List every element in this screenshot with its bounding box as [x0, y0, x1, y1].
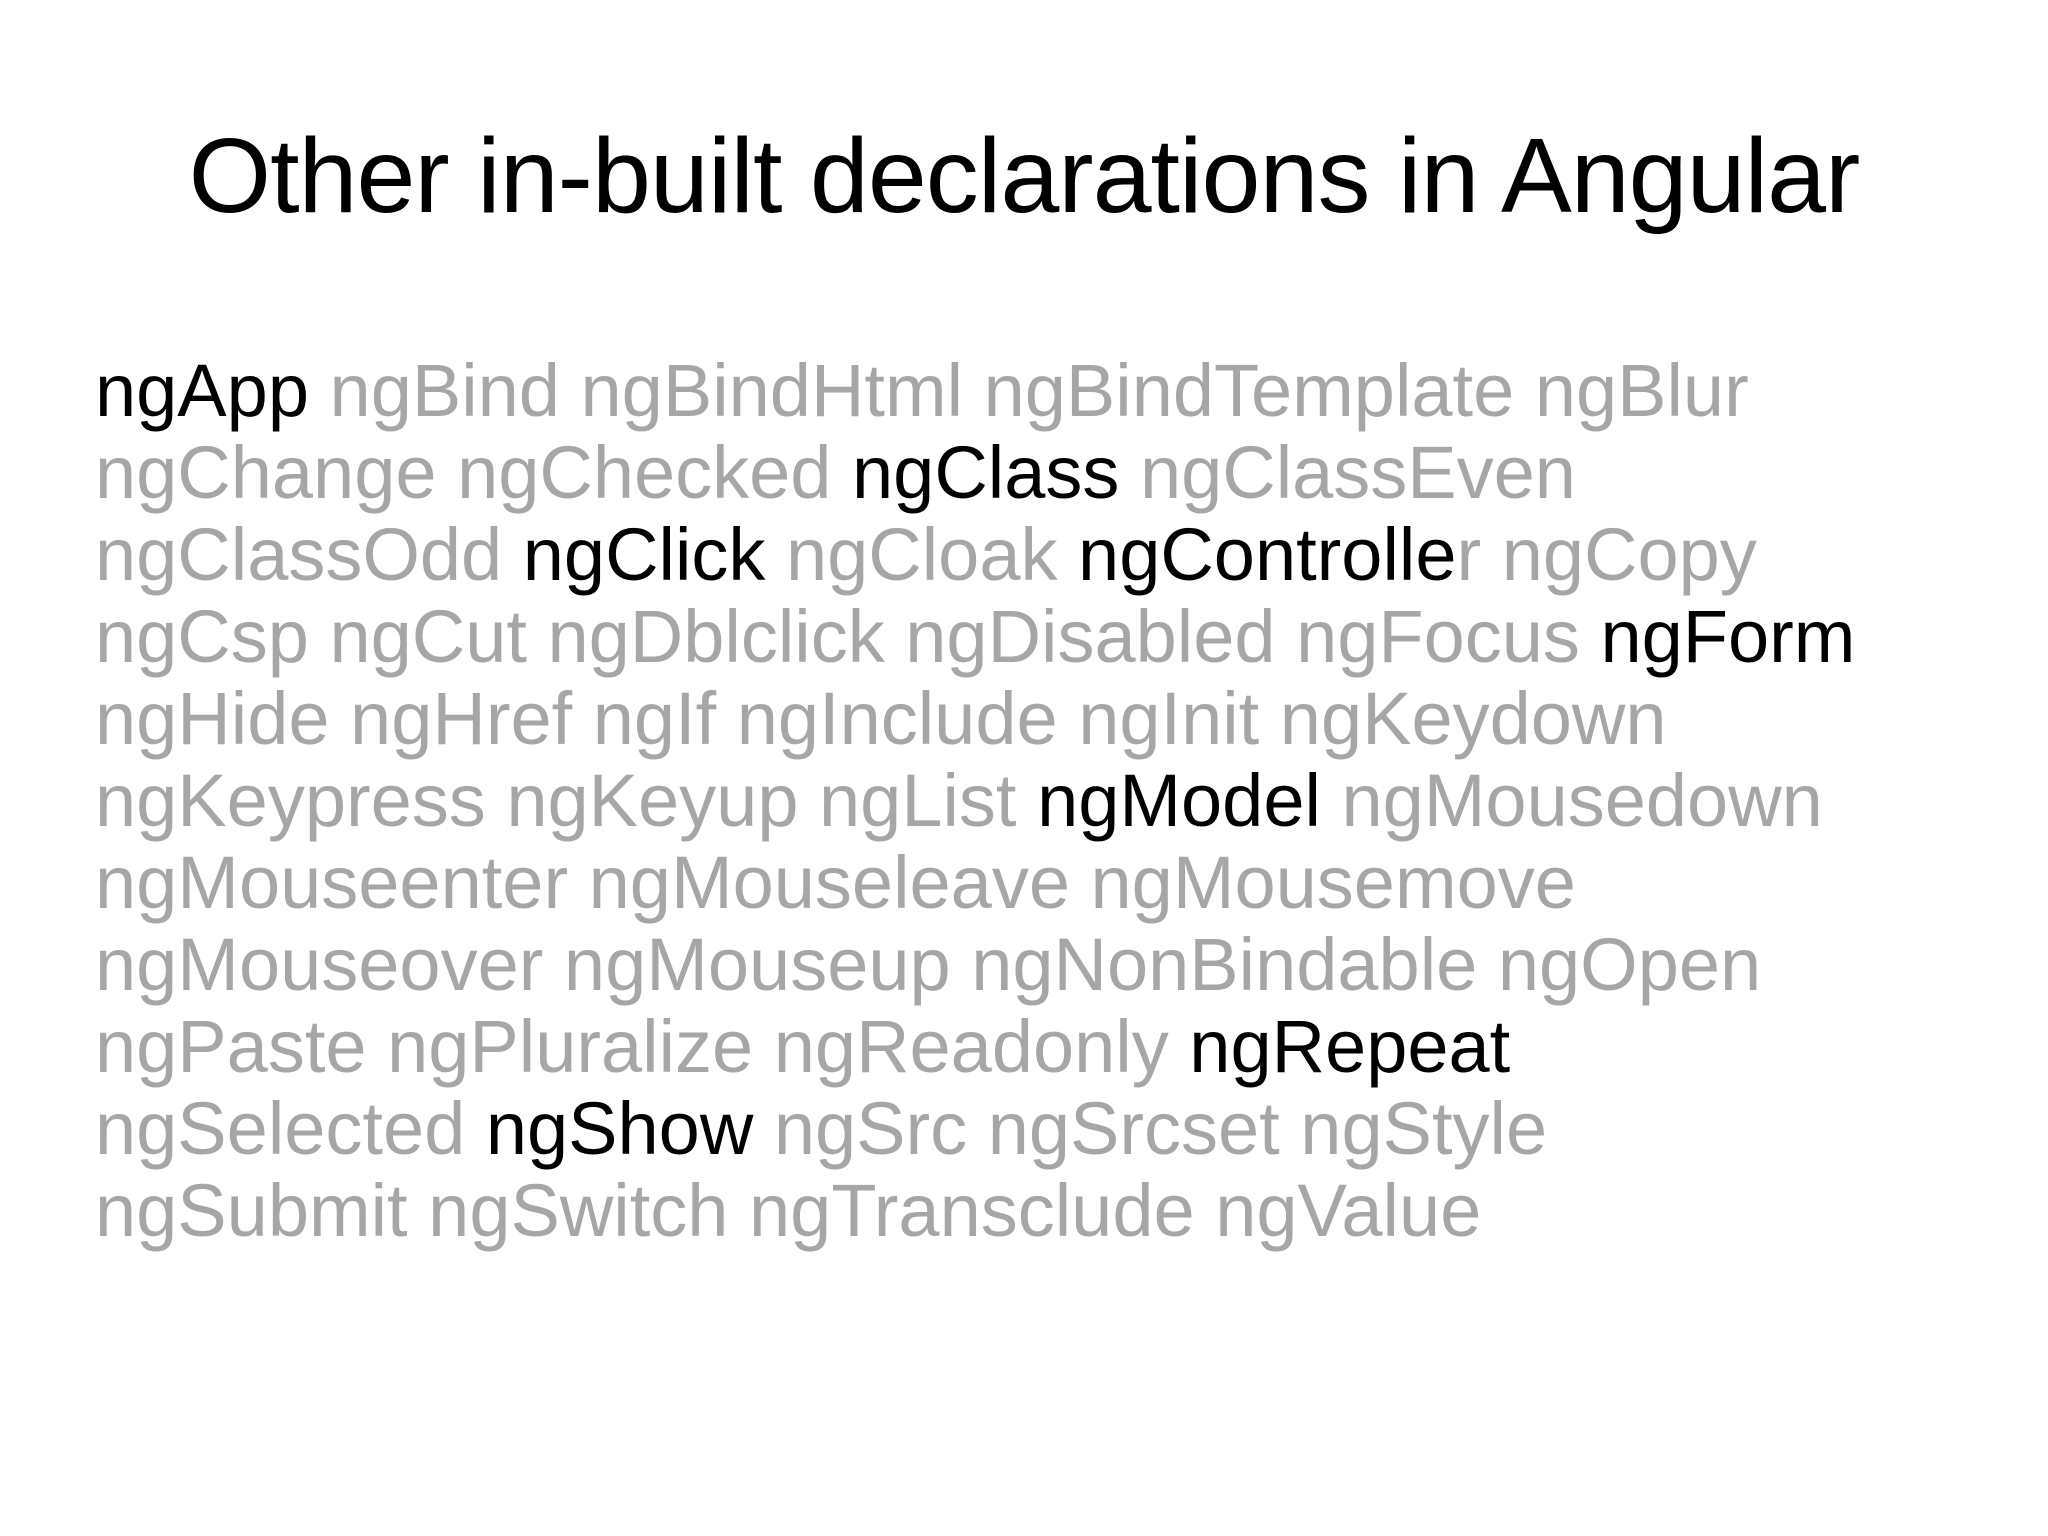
directive-emphasized: ngModel: [1037, 759, 1321, 842]
directive-emphasized: ngShow: [485, 1087, 754, 1170]
directive-muted: ngClassOdd: [95, 513, 523, 596]
directive-muted: ngChange ngChecked: [95, 431, 853, 514]
directive-muted: ngSrc ngSrcset ngStyle: [753, 1087, 1548, 1170]
directive-muted: ngCloak: [765, 513, 1079, 596]
directive-muted: ngSelected: [95, 1087, 486, 1170]
directives-line: ngMouseenter ngMouseleave ngMousemove: [95, 842, 2008, 924]
directives-line: ngClassOdd ngClick ngCloak ngController …: [95, 514, 2008, 596]
directives-line: ngPaste ngPluralize ngReadonly ngRepeat: [95, 1006, 2008, 1088]
directives-list: ngApp ngBind ngBindHtml ngBindTemplate n…: [95, 350, 2008, 1252]
directive-muted: r ngCopy: [1456, 513, 1757, 596]
directives-line: ngSubmit ngSwitch ngTransclude ngValue: [95, 1170, 2008, 1252]
directive-muted: ngMousedown: [1320, 759, 1823, 842]
directive-muted: ngKeypress ngKeyup ngList: [95, 759, 1038, 842]
directive-muted: ngPaste ngPluralize ngReadonly: [95, 1005, 1190, 1088]
directives-line: ngKeypress ngKeyup ngList ngModel ngMous…: [95, 760, 2008, 842]
slide-title: Other in-built declarations in Angular: [188, 117, 1861, 235]
directives-line: ngChange ngChecked ngClass ngClassEven: [95, 432, 2008, 514]
directive-emphasized: ngApp: [95, 349, 309, 432]
directive-muted: ngCsp ngCut ngDblclick ngDisabled ngFocu…: [95, 595, 1601, 678]
directives-line: ngCsp ngCut ngDblclick ngDisabled ngFocu…: [95, 596, 2008, 678]
directives-line: ngApp ngBind ngBindHtml ngBindTemplate n…: [95, 350, 2008, 432]
directive-emphasized: ngForm: [1600, 595, 1856, 678]
directive-muted: ngHide ngHref ngIf ngInclude ngInit ngKe…: [95, 677, 1667, 760]
directives-line: ngHide ngHref ngIf ngInclude ngInit ngKe…: [95, 678, 2008, 760]
directive-muted: ngSubmit ngSwitch ngTransclude ngValue: [95, 1169, 1482, 1252]
directive-muted: ngClassEven: [1119, 431, 1576, 514]
directive-muted: ngMouseenter ngMouseleave ngMousemove: [95, 841, 1576, 924]
directive-emphasized: ngControlle: [1078, 513, 1457, 596]
directive-emphasized: ngRepeat: [1189, 1005, 1511, 1088]
directive-muted: ngMouseover ngMouseup ngNonBindable ngOp…: [95, 923, 1762, 1006]
directive-muted: ngBind ngBindHtml ngBindTemplate ngBlur: [308, 349, 1749, 432]
directive-emphasized: ngClick: [522, 513, 766, 596]
directives-line: ngMouseover ngMouseup ngNonBindable ngOp…: [95, 924, 2008, 1006]
directives-line: ngSelected ngShow ngSrc ngSrcset ngStyle: [95, 1088, 2008, 1170]
directive-emphasized: ngClass: [852, 431, 1120, 514]
